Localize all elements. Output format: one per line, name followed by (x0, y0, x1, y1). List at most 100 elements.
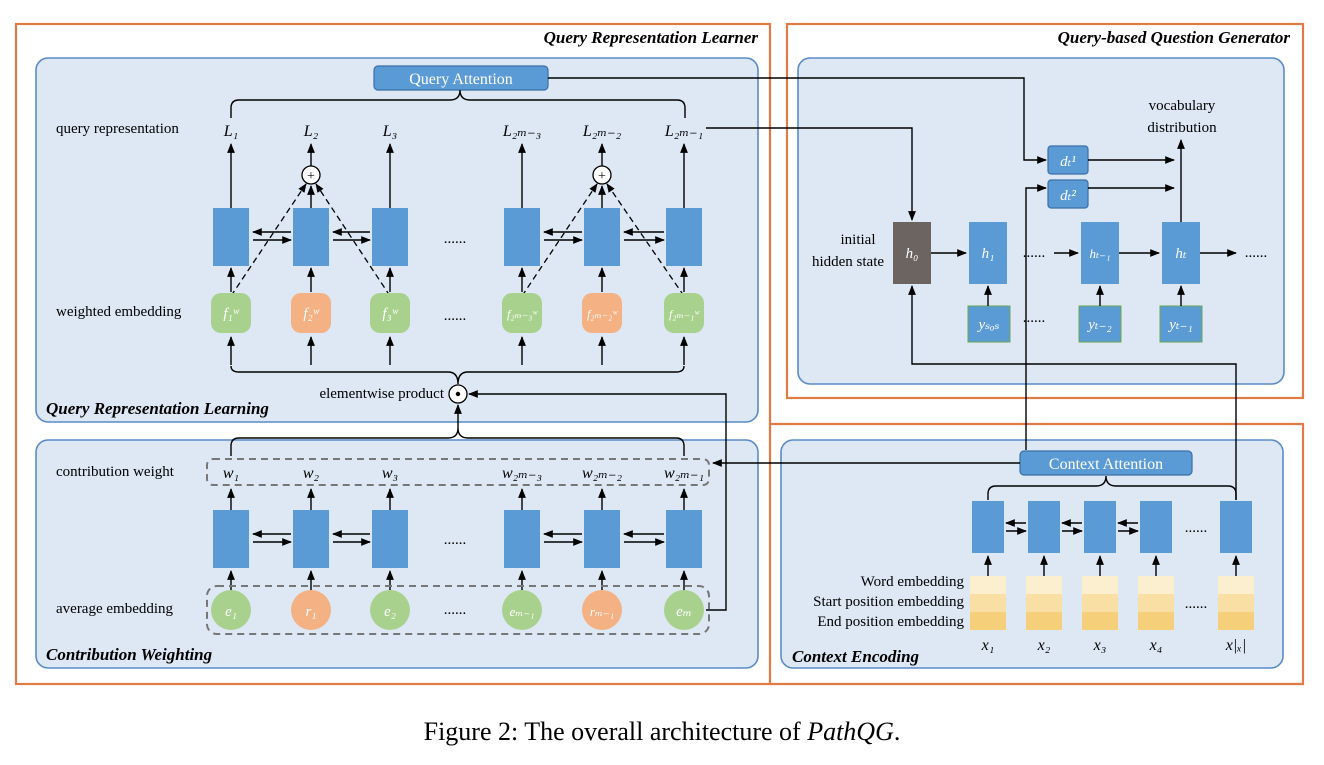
word-embedding-label: Word embedding (861, 574, 965, 590)
h1-label: h₁ (982, 246, 995, 262)
average-embedding-em: eₘ (676, 604, 692, 620)
bilstm-cell (293, 510, 329, 568)
context-token-x4: x₄ (1149, 637, 1163, 654)
contribution-weight-label: contribution weight (56, 464, 175, 480)
bilstm-cell (372, 208, 408, 266)
context-token-x2: x₂ (1037, 637, 1051, 654)
query-attention-label: Query Attention (409, 71, 513, 88)
query-representation-learning-title: Query Representation Learning (46, 399, 269, 418)
elementwise-product-label: elementwise product (319, 386, 444, 402)
average-embedding-node (211, 590, 251, 630)
context-bilstm-cell (1028, 501, 1060, 553)
question-generator-panel (797, 57, 1285, 385)
decoder-input-ysos (967, 305, 1011, 343)
context-bilstm-cell (1220, 501, 1252, 553)
bilstm-cell (584, 208, 620, 266)
weighted-embedding-node (582, 293, 622, 333)
query-representation-learner-title: Query Representation Learner (544, 28, 759, 47)
sum-operator-icon (592, 165, 612, 185)
average-embedding-node (664, 590, 704, 630)
context-token-x3: x₃ (1093, 637, 1107, 654)
context-token-x1: x₁ (981, 637, 995, 654)
bilstm-cell (213, 510, 249, 568)
context-bilstm-cell (1140, 501, 1172, 553)
query-representation-label: query representation (56, 121, 179, 137)
ellipsis: ...... (1245, 245, 1268, 261)
bilstm-cell (504, 208, 540, 266)
ellipsis: ...... (444, 532, 467, 548)
weighted-embedding-node (502, 293, 542, 333)
bilstm-cell (666, 510, 702, 568)
sum-operator-icon (301, 165, 321, 185)
weighted-embedding-f2: f₂ʷ (303, 306, 319, 322)
contribution-weight-w2: w₂ (303, 465, 320, 482)
ysos-label: yₛₒₛ (976, 317, 999, 333)
average-embedding-e2: e₂ (384, 604, 396, 620)
bilstm-cell (372, 510, 408, 568)
context-encoding-title: Context Encoding (792, 647, 920, 666)
contribution-weight-w2m-3: w₂ₘ₋₃ (502, 465, 542, 482)
ellipsis: ...... (444, 602, 467, 618)
initial-label: initial (841, 232, 876, 248)
ellipsis: ...... (1023, 245, 1046, 261)
d1-label: dₜ¹ (1060, 154, 1076, 170)
ellipsis: ...... (444, 231, 467, 247)
svg-text:+: + (307, 169, 315, 184)
context-bilstm-cell (972, 501, 1004, 553)
question-generator-frame (785, 22, 1305, 400)
query-output-l3: L₃ (382, 123, 397, 140)
bilstm-cell (293, 208, 329, 266)
yt-2-label: yₜ₋₂ (1086, 317, 1112, 333)
weighted-embedding-label: weighted embedding (56, 304, 182, 320)
vocabulary-label: vocabulary (1149, 98, 1216, 114)
ellipsis: ...... (444, 308, 467, 324)
average-embedding-label: average embedding (56, 601, 174, 617)
weighted-embedding-node (211, 293, 251, 333)
average-embedding-node (291, 590, 331, 630)
ellipsis: ...... (1023, 310, 1046, 326)
contribution-weighting-title: Contribution Weighting (46, 645, 213, 664)
contribution-weight-w3: w₃ (382, 465, 398, 482)
average-embedding-em-1: eₘ₋₁ (509, 604, 534, 619)
decoder-hidden-ht (1162, 222, 1200, 284)
svg-text:+: + (598, 169, 606, 184)
average-embedding-e1: e₁ (225, 604, 237, 620)
query-output-l2m-3: L₂ₘ₋₃ (502, 123, 541, 140)
initial-hidden-state-h0 (893, 222, 931, 284)
context-bilstm-cell (1084, 501, 1116, 553)
context-vector-d2 (1047, 179, 1089, 209)
bilstm-cell (504, 510, 540, 568)
ellipsis: ...... (1185, 596, 1208, 612)
decoder-hidden-ht-1 (1081, 222, 1119, 284)
weighted-embedding-node (370, 293, 410, 333)
d2-label: dₜ² (1060, 188, 1076, 204)
query-output-l2: L₂ (303, 123, 319, 140)
weighted-embedding-f2m-1: f₂ₘ₋₁ʷ (669, 307, 700, 321)
decoder-hidden-h1 (969, 222, 1007, 284)
average-embedding-rm-1: rₘ₋₁ (590, 604, 614, 619)
contribution-weight-w2m-2: w₂ₘ₋₂ (582, 465, 622, 482)
weighted-embedding-node (664, 293, 704, 333)
contribution-weight-w1: w₁ (223, 465, 239, 482)
bilstm-cell (213, 208, 249, 266)
query-attention-brace (230, 89, 686, 118)
weighted-embedding-f2m-2: f₂ₘ₋₂ʷ (587, 307, 618, 321)
average-embedding-group (206, 585, 710, 635)
yt-1-label: yₜ₋₁ (1167, 317, 1193, 333)
average-embedding-node (582, 590, 622, 630)
ellipsis: ...... (1185, 520, 1208, 536)
query-output-l2m-1: L₂ₘ₋₁ (664, 123, 703, 140)
context-attention-label: Context Attention (1049, 456, 1163, 473)
average-embedding-r1: r₁ (305, 604, 316, 620)
average-embedding-node (502, 590, 542, 630)
hidden-state-label: hidden state (812, 254, 884, 270)
end-position-embedding-label: End position embedding (817, 614, 964, 630)
weighted-embedding-f2m-3: f₂ₘ₋₃ʷ (507, 307, 538, 321)
bilstm-cell (584, 510, 620, 568)
average-embedding-node (370, 590, 410, 630)
query-output-l1: L₁ (223, 123, 238, 140)
weighted-embedding-f1: f₁ʷ (223, 306, 239, 322)
contribution-weight-w2m-1: w₂ₘ₋₁ (664, 465, 704, 482)
query-output-l2m-2: L₂ₘ₋₂ (582, 123, 622, 140)
